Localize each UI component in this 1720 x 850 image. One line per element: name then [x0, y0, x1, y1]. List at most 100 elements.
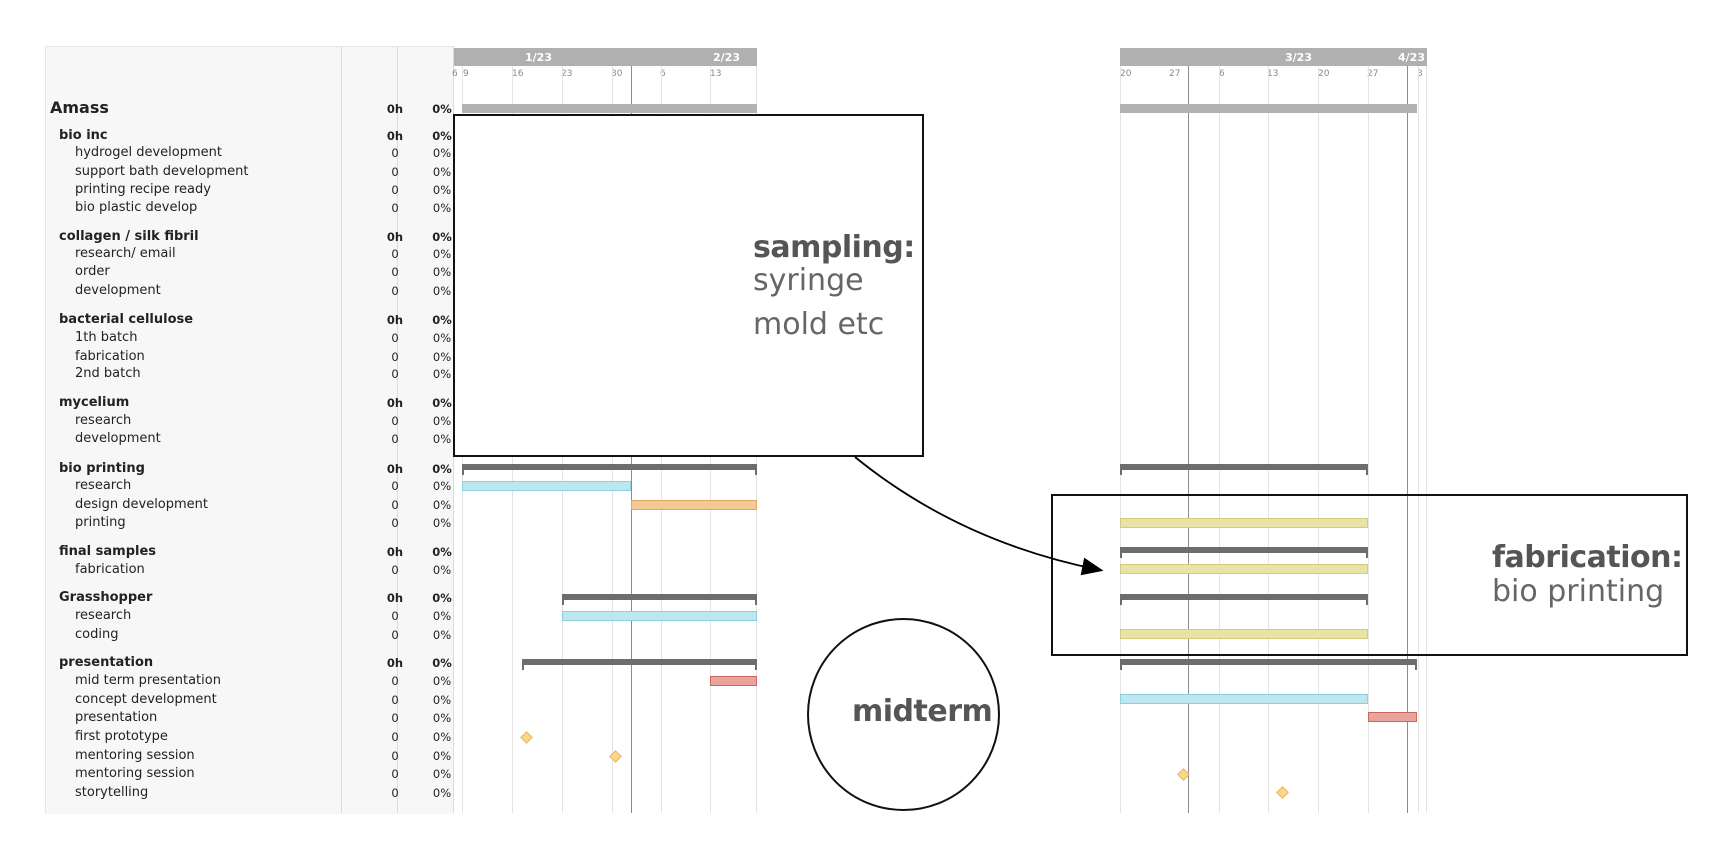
- grid-line: [1368, 66, 1369, 813]
- task-hours: 0: [391, 563, 399, 577]
- task-name: order: [75, 264, 110, 279]
- task-hours: 0h: [386, 462, 404, 476]
- task-hours: 0: [391, 367, 399, 381]
- task-row[interactable]: hydrogel development 0 0%: [45, 145, 453, 163]
- task-name: development: [75, 283, 161, 298]
- timeline-header-left: [454, 48, 757, 66]
- gantt-bar-presentation[interactable]: [710, 676, 757, 686]
- task-hours: 0: [391, 628, 399, 642]
- task-progress: 0%: [432, 414, 452, 428]
- task-hours: 0: [391, 693, 399, 707]
- task-name: Amass: [50, 98, 109, 117]
- gantt-bar-group[interactable]: [462, 464, 757, 475]
- task-hours: 0: [391, 767, 399, 781]
- gantt-bar-group[interactable]: [522, 659, 757, 670]
- month-label: 4/23: [1398, 51, 1425, 64]
- gantt-bar-research[interactable]: [1120, 694, 1368, 704]
- gantt-bar-presentation[interactable]: [1368, 712, 1417, 722]
- gantt-bar-task[interactable]: [1120, 629, 1368, 639]
- task-progress: 0%: [432, 331, 452, 345]
- gantt-bar-group[interactable]: [562, 594, 757, 605]
- gantt-bar-group[interactable]: [1120, 659, 1417, 670]
- task-name: mentoring session: [75, 748, 195, 763]
- milestone-diamond[interactable]: [520, 731, 533, 744]
- task-name: storytelling: [75, 785, 149, 800]
- task-progress: 0%: [432, 591, 452, 605]
- gantt-bar-project[interactable]: [462, 104, 757, 113]
- task-hours: 0h: [386, 102, 404, 116]
- task-name: concept development: [75, 692, 217, 707]
- gantt-bar-group[interactable]: [1120, 594, 1368, 605]
- task-progress: 0%: [432, 284, 452, 298]
- gantt-bar-task[interactable]: [1120, 564, 1368, 574]
- day-label: 6: [660, 69, 666, 79]
- task-progress: 0%: [432, 201, 452, 215]
- task-name: bio inc: [59, 128, 108, 143]
- day-label: 6: [452, 69, 458, 79]
- gantt-bar-project[interactable]: [1120, 104, 1417, 113]
- gantt-bar-task[interactable]: [1120, 518, 1368, 528]
- task-row[interactable]: development 0 0%: [45, 283, 453, 301]
- grid-line: [1268, 66, 1269, 813]
- gantt-bar-group[interactable]: [1120, 464, 1368, 475]
- gantt-bar-research[interactable]: [462, 481, 631, 491]
- task-progress: 0%: [432, 129, 452, 143]
- task-name: presentation: [75, 710, 158, 725]
- task-progress: 0%: [432, 146, 452, 160]
- day-label: 23: [561, 69, 573, 79]
- gantt-bar-research[interactable]: [562, 611, 757, 621]
- task-progress: 0%: [432, 749, 452, 763]
- day-label: 20: [1318, 69, 1330, 79]
- gantt-bar-group[interactable]: [1120, 547, 1368, 558]
- task-progress: 0%: [432, 545, 452, 559]
- task-hours: 0h: [386, 396, 404, 410]
- task-hours: 0: [391, 146, 399, 160]
- day-label: 6: [1219, 69, 1225, 79]
- month-label: 2/23: [713, 51, 740, 64]
- task-name: mycelium: [59, 395, 130, 410]
- task-hours: 0: [391, 479, 399, 493]
- task-name: mid term presentation: [75, 673, 221, 688]
- task-progress: 0%: [432, 711, 452, 725]
- task-hours: 0: [391, 284, 399, 298]
- gantt-bar-design[interactable]: [631, 500, 757, 510]
- task-progress: 0%: [432, 479, 452, 493]
- task-name: hydrogel development: [75, 145, 222, 160]
- task-name: research: [75, 413, 132, 428]
- milestone-diamond[interactable]: [1276, 786, 1289, 799]
- task-hours: 0: [391, 201, 399, 215]
